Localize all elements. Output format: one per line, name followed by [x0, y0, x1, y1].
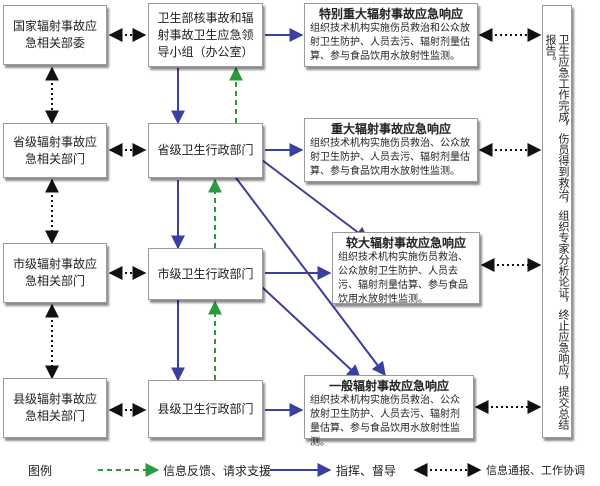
ministry-leading-group-label: 卫生部核事故和辐射事故卫生应急领导小组（办公室）	[157, 10, 254, 59]
final-summary-text: 卫生应急工作完成，伤员得到救治，组织专家分析论证，终止应急响应，提交总结报告。	[544, 34, 570, 430]
response-larger-box: 较大辐射事故应急响应 组织技术机构实施伤员救治、公众放射卫生防护、人员去污、辐射…	[332, 232, 480, 305]
city-radiation-dept-label: 市级辐射事故应急相关部门	[12, 257, 97, 288]
response-general-body: 组织技术机构实施伤员救治、公众放射卫生防护、人员去污、辐射剂量估算、参与食品饮用…	[310, 395, 460, 448]
cmd-prov-to-larger	[261, 159, 370, 241]
response-major-box: 重大辐射事故应急响应 组织技术机构实施伤员救治、公众放射卫生防护、人员去污、辐射…	[304, 118, 478, 182]
county-health-dept-box: 县级卫生行政部门	[148, 380, 263, 438]
county-radiation-dept-box: 县级辐射事故应急相关部门	[3, 378, 107, 438]
legend-notify-label: 信息通报、工作协调	[486, 464, 585, 477]
cmd-city-to-general	[261, 286, 362, 379]
response-extraordinary-body: 组织技术机构实施伤员救治和公众放射卫生防护、人员去污、辐射剂量估算、参与食品饮用…	[310, 23, 470, 62]
provincial-health-dept-label: 省级卫生行政部门	[157, 143, 254, 157]
final-summary-box: 卫生应急工作完成，伤员得到救治，组织专家分析论证，终止应急响应，提交总结报告。	[542, 5, 572, 438]
national-radiation-dept-box: 国家辐射事故应急相关部委	[3, 5, 107, 65]
city-health-dept-box: 市级卫生行政部门	[148, 248, 263, 300]
national-radiation-dept-label: 国家辐射事故应急相关部委	[12, 19, 97, 50]
response-general-title: 一般辐射事故应急响应	[328, 379, 449, 393]
legend-title: 图例	[28, 464, 53, 478]
provincial-health-dept-box: 省级卫生行政部门	[148, 123, 263, 178]
legend-feedback-label: 信息反馈、请求支援	[163, 464, 272, 478]
cmd-prov-to-general	[229, 169, 386, 377]
response-larger-title: 较大辐射事故应急响应	[345, 236, 466, 250]
response-extraordinary-title: 特别重大辐射事故应急响应	[318, 7, 463, 21]
county-health-dept-label: 县级卫生行政部门	[157, 401, 254, 416]
provincial-radiation-dept-label: 省级辐射事故应急相关部门	[12, 134, 97, 166]
response-major-title: 重大辐射事故应急响应	[330, 122, 451, 136]
city-health-dept-label: 市级卫生行政部门	[157, 266, 254, 281]
legend-command-label: 指挥、督导	[336, 464, 397, 478]
response-extraordinary-box: 特别重大辐射事故应急响应 组织技术机构实施伤员救治和公众放射卫生防护、人员去污、…	[304, 3, 478, 67]
response-general-box: 一般辐射事故应急响应 组织技术机构实施伤员救治、公众放射卫生防护、人员去污、辐射…	[304, 375, 474, 448]
response-major-body: 组织技术机构实施伤员救治、公众放射卫生防护、人员去污、辐射剂量估算、参与食品饮用…	[310, 138, 470, 177]
county-radiation-dept-label: 县级辐射事故应急相关部门	[12, 392, 97, 423]
provincial-radiation-dept-box: 省级辐射事故应急相关部门	[3, 123, 107, 178]
response-larger-body: 组织技术机构实施伤员救治、公众放射卫生防护、人员去污、辐射剂量估算、参与食品饮用…	[338, 252, 468, 305]
ministry-leading-group-box: 卫生部核事故和辐射事故卫生应急领导小组（办公室）	[148, 3, 263, 67]
city-radiation-dept-box: 市级辐射事故应急相关部门	[3, 243, 107, 303]
